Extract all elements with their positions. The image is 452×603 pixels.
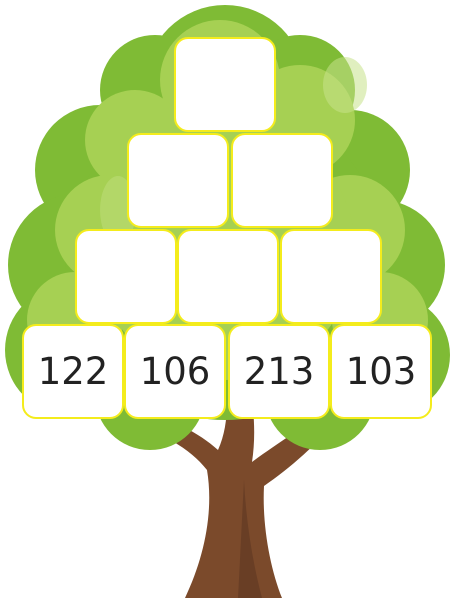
pyramid-cell-bottom-2: 106 [124,324,226,419]
pyramid-cell-top[interactable] [174,37,276,132]
pyramid-cell-row2-left[interactable] [127,133,229,228]
pyramid-cell-bottom-4: 103 [330,324,432,419]
pyramid-cell-bottom-3: 213 [228,324,330,419]
pyramid-cell-row3-left[interactable] [75,229,177,324]
pyramid-cell-row2-right[interactable] [231,133,333,228]
pyramid-cell-row3-middle[interactable] [177,229,279,324]
pyramid-cell-row3-right[interactable] [280,229,382,324]
pyramid-cell-bottom-1: 122 [22,324,124,419]
